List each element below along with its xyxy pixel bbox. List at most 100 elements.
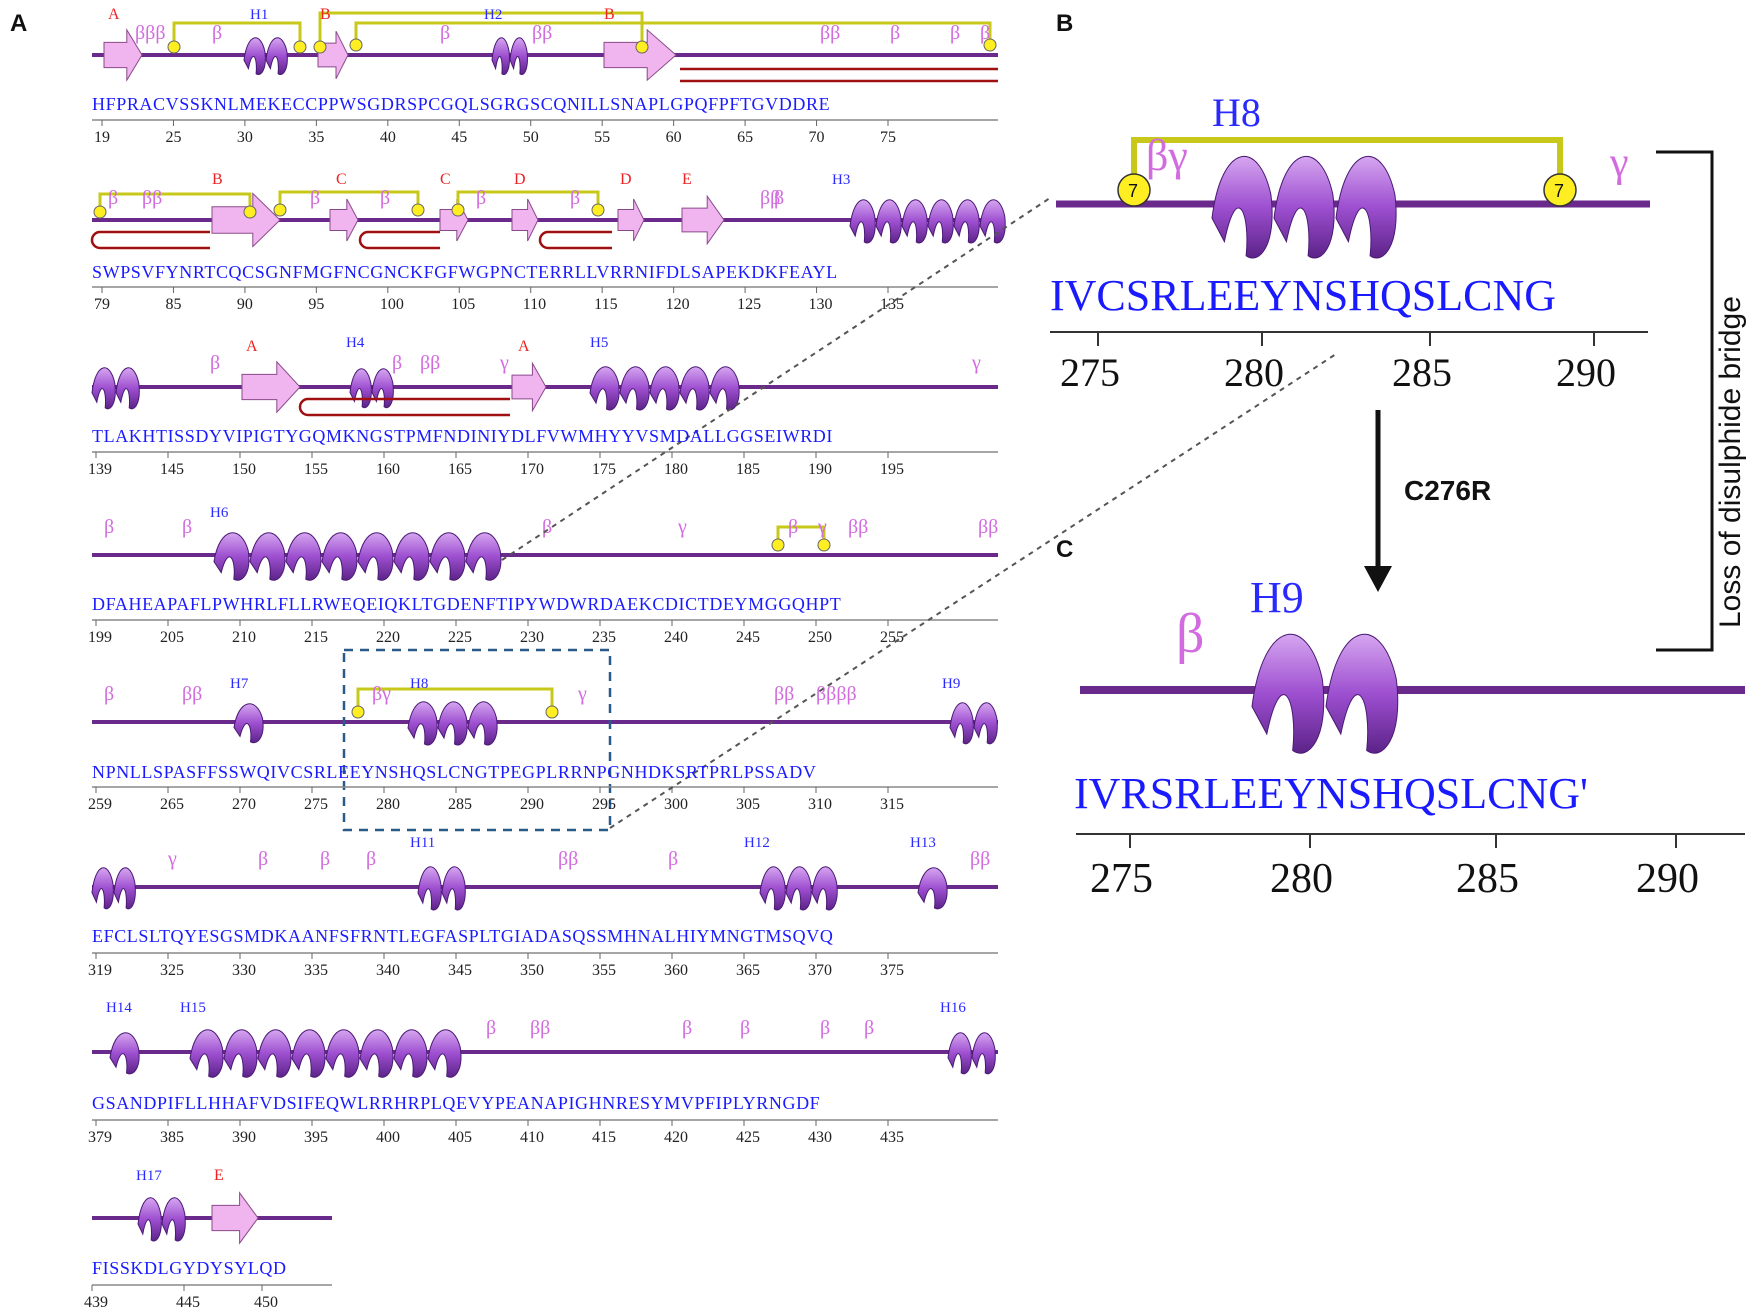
beta-turn-label: β [980,22,990,44]
helix-label: H13 [910,835,936,851]
helix-partial [115,367,140,410]
tick-label: 79 [94,296,110,313]
helix-h15 [325,1029,360,1078]
helix-h9-large [1325,633,1399,754]
disulphide-bridge [318,11,644,47]
beta-turn-label: ββ [978,516,998,538]
beta-turn-label: β [486,1017,496,1039]
helix-label: H8 [410,676,428,692]
tick-label: 60 [666,129,682,146]
tick-label: 295 [592,796,616,813]
side-bracket [1656,150,1714,652]
helix-h8-large [1211,155,1273,259]
gamma-turn-label: γ [971,352,981,374]
beta-turn-label: β [820,1017,830,1039]
helix-h12 [811,866,838,911]
helix-label: H2 [484,7,502,23]
tick-label: 70 [809,129,825,146]
tick-label: 19 [94,129,110,146]
gamma-turn-label: γ [499,352,509,374]
helix-h3 [849,199,876,244]
strand-label: B [604,6,615,23]
disulphide-bridge [98,192,252,212]
helix-h8-large [1335,155,1397,259]
strand-label: E [682,171,692,188]
sequence-row-3: TLAKHTISSDYVIPIGTYGQMKNGSTPMFNDINIYDLFVW… [92,426,833,446]
helix-h15 [427,1029,462,1078]
helix-h5 [709,366,740,411]
tick-label: 400 [376,1129,400,1146]
tick-label: 370 [808,962,832,979]
beta-turn-label: β [210,352,220,374]
beta-turn-label: ββ [820,22,840,44]
tick-label: 280 [376,796,400,813]
beta-hairpin [90,230,210,250]
bond-number-label: 7 [1554,181,1564,201]
beta-turn-label: β [104,516,114,538]
helix-label: H4 [346,335,365,351]
beta-turn-label: ββ [970,848,990,870]
sequence-row-6: EFCLSLTQYESGSMDKAANFSFRNTLEGFASPLTGIADAS… [92,926,834,946]
tick-label: 160 [376,461,400,478]
tick-label: 199 [88,629,112,646]
sequence-row-7: GSANDPIFLLHHAFVDSIFEQWLRRHRPLQEVYPEANAPI… [92,1093,821,1113]
tick-label: 420 [664,1129,688,1146]
tick-label: 190 [808,461,832,478]
tick-label: 330 [232,962,256,979]
helix-h16 [971,1032,996,1075]
strand-a2 [511,361,547,413]
tick-label: 315 [880,796,904,813]
tick-label: 30 [237,129,253,146]
tick-label: 265 [160,796,184,813]
beta-turn-label: ββ [530,1017,550,1039]
helix-h17 [161,1197,186,1242]
helix-partial [91,867,114,910]
beta-turn-label: β [1176,603,1205,665]
strand-a [103,28,143,82]
beta-turn-label: ββ [142,187,162,209]
tick-label: 215 [304,629,328,646]
gamma-turn-label: γ [817,516,827,538]
helix-label: H7 [230,676,249,692]
beta-turn-label: β [668,848,678,870]
tick-label: 290 [1636,856,1699,902]
disulphide-bridge [354,21,992,45]
beta-turn-label: ββ [848,516,868,538]
tick-label: 310 [808,796,832,813]
tick-label: 35 [308,129,324,146]
beta-turn-label: β [380,187,390,209]
beta-turn-label: β [320,848,330,870]
beta-turn-label: β [366,848,376,870]
strand-label: A [518,338,530,355]
beta-hairpin [298,397,510,417]
tick-label: 300 [664,796,688,813]
strand-e [681,194,725,246]
tick-label: 405 [448,1129,472,1146]
gamma-turn-label: γ [1609,140,1629,186]
tick-label: 240 [664,629,688,646]
beta-hairpin [538,230,612,250]
cysteine-marker [293,40,307,54]
tick-label: 379 [88,1129,112,1146]
tick-label: 275 [304,796,328,813]
cysteine-marker [771,538,785,552]
helix-h9 [973,702,998,745]
beta-turn-label: β [440,22,450,44]
beta-hairpin [358,230,440,250]
tick-label: 235 [592,629,616,646]
helix-h3 [875,199,902,244]
helix-h3 [927,199,954,244]
beta-turn-label: βββ [135,22,166,44]
panel-label-b: B [1056,10,1074,37]
tick-label: 40 [380,129,396,146]
tick-label: 100 [380,296,404,313]
tick-label: 85 [165,296,181,313]
zoom-connector-line [609,353,1337,829]
helix-h8 [467,701,498,746]
helix-h15 [291,1029,326,1078]
helix-label: H6 [210,505,229,521]
beta-turn-label: β [476,187,486,209]
